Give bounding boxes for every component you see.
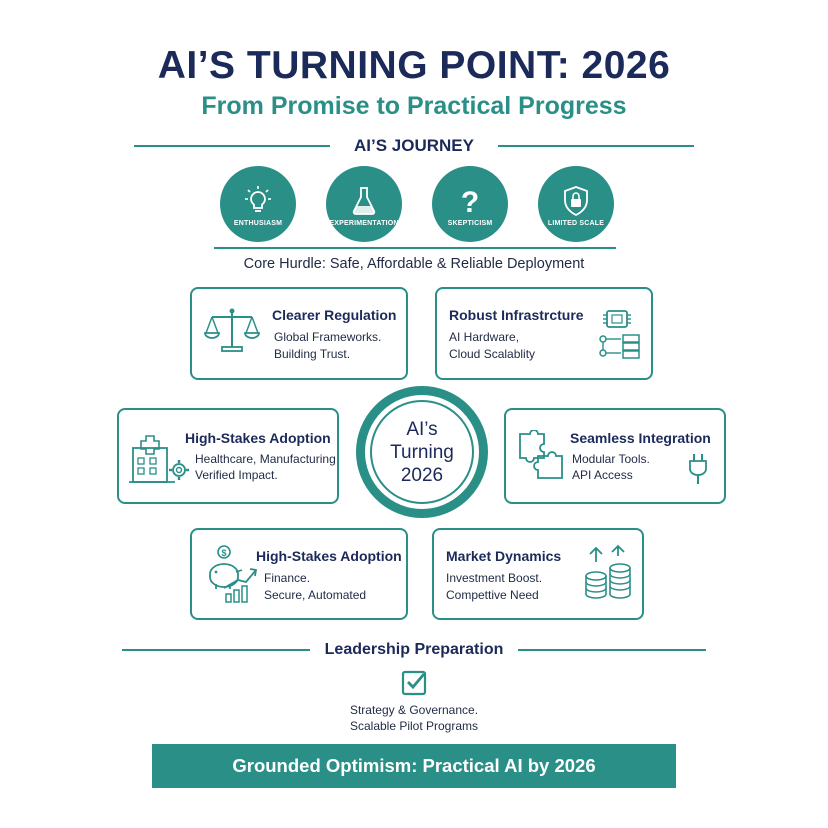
page-title: AI’S TURNING POINT: 2026: [157, 44, 671, 87]
card-seamless-integration: Seamless Integration Modular Tools. API …: [504, 408, 726, 504]
card-text: Modular Tools.: [572, 452, 650, 466]
center-text-line: Turning: [390, 441, 454, 463]
lightbulb-icon: [245, 186, 271, 212]
center-badge: AI’s Turning 2026: [356, 386, 488, 518]
leadership-rule-left: [122, 649, 310, 651]
card-text: Building Trust.: [274, 347, 351, 361]
leadership-label: Leadership Preparation: [324, 641, 504, 658]
page-subtitle: From Promise to Practical Progress: [201, 92, 627, 120]
leadership-text: Strategy & Governance.: [349, 703, 479, 717]
card-text: API Access: [572, 468, 633, 482]
center-badge-inner: AI’s Turning 2026: [370, 400, 474, 504]
center-text-line: AI’s: [406, 418, 438, 440]
svg-text:$: $: [221, 548, 226, 558]
card-robust-infrastructure: Robust Infrastrcture AI Hardware, Cloud …: [435, 287, 653, 380]
footer-banner: Grounded Optimism: Practical AI by 2026: [152, 744, 676, 788]
plug-icon: [689, 454, 707, 484]
journey-rule-right: [498, 145, 694, 147]
card-title: Seamless Integration: [570, 430, 711, 446]
card-text: Secure, Automated: [264, 588, 367, 602]
stage-limited-scale: LIMITED SCALE: [538, 166, 614, 242]
footer-text: Grounded Optimism: Practical AI by 2026: [232, 755, 596, 776]
stage-experimentation: EXPERIMENTATION: [326, 166, 402, 242]
core-hurdle-text: Core Hurdle: Safe, Affordable & Reliable…: [243, 256, 585, 272]
card-text: Cloud Scalablity: [449, 347, 536, 361]
journey-rule-left: [134, 145, 330, 147]
chip-icon: [599, 310, 640, 359]
stage-label: EXPERIMENTATION: [329, 220, 399, 227]
leadership-text: Scalable Pilot Programs: [349, 719, 479, 733]
checkbox-icon: [401, 670, 427, 696]
card-text: Verified Impact.: [195, 468, 278, 482]
stage-label: LIMITED SCALE: [547, 220, 605, 227]
puzzle-icon: [519, 430, 563, 479]
card-title: Market Dynamics: [446, 548, 562, 564]
card-market-dynamics: Market Dynamics Investment Boost. Compet…: [432, 528, 644, 620]
journey-label: AI’S JOURNEY: [354, 136, 474, 155]
card-text: Healthcare, Manufacturing: [195, 452, 336, 466]
card-text: Finance.: [264, 571, 311, 585]
scales-icon: [204, 308, 260, 352]
stage-label: ENTHUSIASM: [233, 220, 283, 227]
flask-icon: [352, 187, 376, 215]
card-text: Investment Boost.: [446, 571, 543, 585]
svg-text:?: ?: [461, 186, 479, 217]
piggy-bank-icon: $: [209, 545, 258, 603]
stage-label: SKEPTICISM: [447, 220, 493, 227]
center-text-line: 2026: [400, 464, 444, 486]
question-mark-icon: ?: [461, 186, 479, 217]
stage-enthusiasm: ENTHUSIASM: [220, 166, 296, 242]
lock-shield-icon: [564, 186, 588, 217]
card-title: High-Stakes Adoption: [185, 430, 331, 446]
card-text: Global Frameworks.: [274, 330, 382, 344]
card-clearer-regulation: Clearer Regulation Global Frameworks. Bu…: [190, 287, 408, 380]
card-high-stakes-healthcare: High-Stakes Adoption Healthcare, Manufac…: [117, 408, 339, 504]
journey-base-rule: [214, 247, 616, 249]
card-title: Robust Infrastrcture: [449, 307, 584, 323]
card-high-stakes-finance: $ High-Stakes Adoption Finance. Secure, …: [190, 528, 408, 620]
stage-skepticism: ? SKEPTICISM: [432, 166, 508, 242]
card-title: Clearer Regulation: [272, 307, 397, 323]
leadership-rule-right: [518, 649, 706, 651]
coins-growth-icon: [585, 544, 631, 599]
card-text: AI Hardware,: [449, 330, 520, 344]
hospital-gear-icon: [129, 435, 189, 483]
card-title: High-Stakes Adoption: [256, 548, 402, 564]
card-text: Compettive Need: [446, 588, 539, 602]
